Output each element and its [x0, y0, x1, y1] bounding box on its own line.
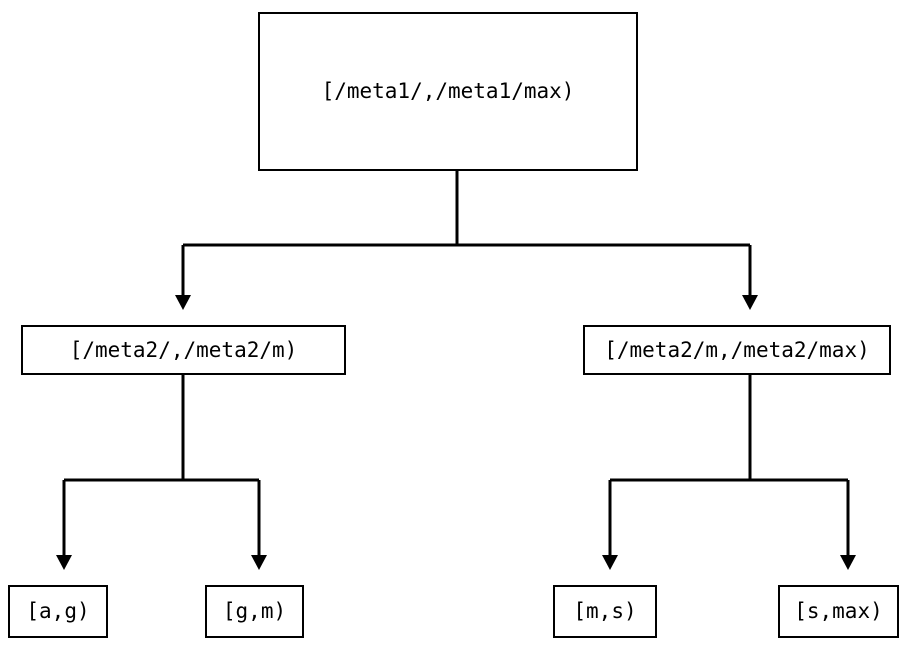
arrowhead-to-mid-right — [742, 295, 758, 310]
arrowhead-to-leaf-1 — [251, 555, 267, 570]
node-leaf-g-m[interactable]: [g,m) — [205, 585, 304, 638]
node-leaf-s-max-label: [s,max) — [794, 599, 883, 623]
node-mid-right[interactable]: [/meta2/m,/meta2/max) — [583, 325, 891, 375]
arrowhead-to-leaf-3 — [840, 555, 856, 570]
node-leaf-s-max[interactable]: [s,max) — [778, 585, 899, 638]
arrowhead-to-mid-left — [175, 295, 191, 310]
node-mid-left[interactable]: [/meta2/,/meta2/m) — [21, 325, 346, 375]
node-root[interactable]: [/meta1/,/meta1/max) — [258, 12, 638, 171]
arrowhead-to-leaf-2 — [602, 555, 618, 570]
node-root-label: [/meta1/,/meta1/max) — [321, 79, 575, 103]
node-leaf-m-s-label: [m,s) — [573, 599, 637, 623]
node-leaf-g-m-label: [g,m) — [222, 599, 287, 623]
node-mid-left-label: [/meta2/,/meta2/m) — [69, 337, 298, 362]
node-leaf-a-g[interactable]: [a,g) — [8, 585, 108, 638]
node-mid-right-label: [/meta2/m,/meta2/max) — [604, 337, 870, 362]
node-leaf-a-g-label: [a,g) — [26, 599, 90, 623]
node-leaf-m-s[interactable]: [m,s) — [553, 585, 657, 638]
arrowhead-to-leaf-0 — [56, 555, 72, 570]
